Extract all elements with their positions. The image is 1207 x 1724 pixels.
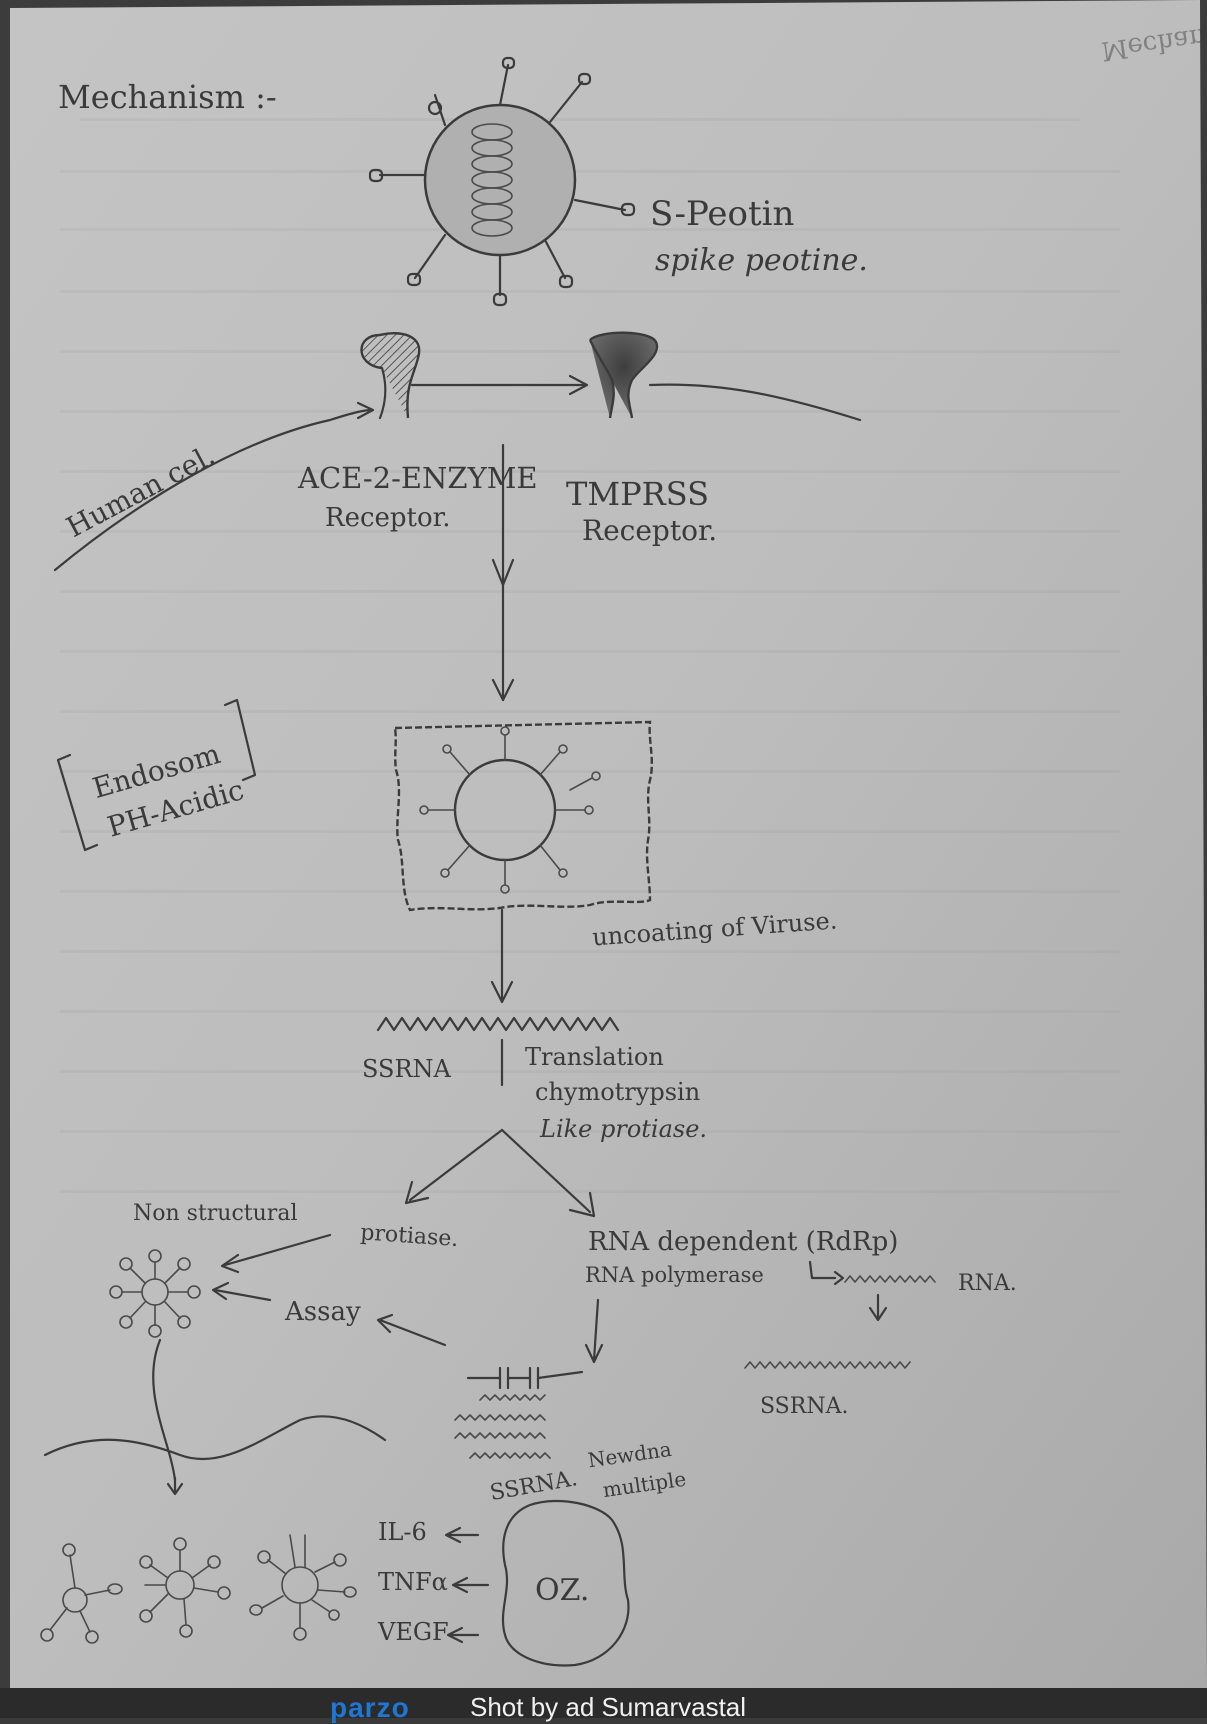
label-ace2-receptor: Receptor. (325, 503, 451, 533)
protein-molecule-1 (40, 1543, 123, 1644)
label-non-structural: Non structural (133, 1201, 297, 1226)
arrow-polymerase-down (584, 1298, 604, 1364)
ace-to-tmprss-arrow (410, 374, 589, 396)
endosome-drawing (393, 720, 654, 912)
label-like-protiase: Like protiase. (539, 1115, 707, 1143)
label-il6: IL-6 (378, 1518, 427, 1546)
ssrna-zigzag (376, 1016, 620, 1032)
cytokine-arrows (444, 1526, 490, 1644)
new-rna-wavy-lines (454, 1394, 551, 1459)
label-ssrna-right: SSRNA. (760, 1394, 848, 1419)
label-rdrp: RNA dependent (RdRp) (588, 1227, 898, 1257)
path-protein-down (152, 1338, 177, 1482)
rna-wavy-right (844, 1275, 936, 1283)
label-oz: OZ. (535, 1573, 589, 1608)
cell-membrane-bottom (43, 1415, 387, 1461)
label-tmprss: TMPRSS (566, 475, 709, 513)
protein-molecule-3 (249, 1534, 357, 1641)
bleed-through-lines (60, 118, 1120, 1193)
label-chymotrypsin: chymotrypsin (535, 1078, 700, 1106)
label-tmprss-receptor: Receptor. (582, 514, 717, 547)
membrane-arrowhead (356, 401, 375, 420)
label-ssrna-top: SSRNA (362, 1055, 452, 1083)
arrow-to-bottom-proteins (166, 1476, 184, 1496)
arrow-down-to-endosome (491, 443, 515, 702)
label-ace2-enzyme: ACE-2-ENZYME (297, 461, 538, 495)
endosome-bracket (56, 698, 257, 852)
label-vegf: VEGF (377, 1618, 449, 1646)
tmprss-receptor-drawing (588, 331, 659, 419)
coronavirus-drawing (368, 56, 636, 307)
rdrp-bracket-arrow (808, 1260, 845, 1286)
label-rna-polymerase: RNA polymerase (585, 1263, 764, 1287)
arrows-to-protein (211, 1233, 447, 1347)
watermark-bar (0, 1688, 1207, 1718)
cell-outline-oz (501, 1499, 630, 1667)
label-assay: Assay (284, 1297, 361, 1327)
cell-membrane-left (53, 408, 374, 572)
watermark-text: Shot by ad Sumarvastal (470, 1692, 747, 1722)
new-rna-strands (466, 1366, 584, 1390)
cell-membrane-right (648, 383, 862, 422)
label-tnf: TNFα (378, 1568, 448, 1596)
arrow-down-to-ssrna (490, 908, 514, 1004)
title-mechanism: Mechanism :- (58, 78, 277, 116)
watermark-logo: parzo (330, 1692, 410, 1723)
paper-sheet (10, 0, 1207, 1688)
ssrna-wavy-right (744, 1361, 911, 1369)
label-spike-protein: spike peotine. (655, 243, 868, 278)
split-arrows (404, 1128, 596, 1218)
arrow-rna-down (868, 1293, 888, 1322)
ace2-receptor-drawing (360, 332, 421, 420)
label-translation: Translation (525, 1043, 664, 1071)
protein-molecule-mid (109, 1249, 201, 1338)
label-s-protein: S-Peotin (650, 194, 794, 234)
label-rna-right: RNA. (958, 1271, 1017, 1296)
protein-molecule-2 (139, 1537, 231, 1638)
